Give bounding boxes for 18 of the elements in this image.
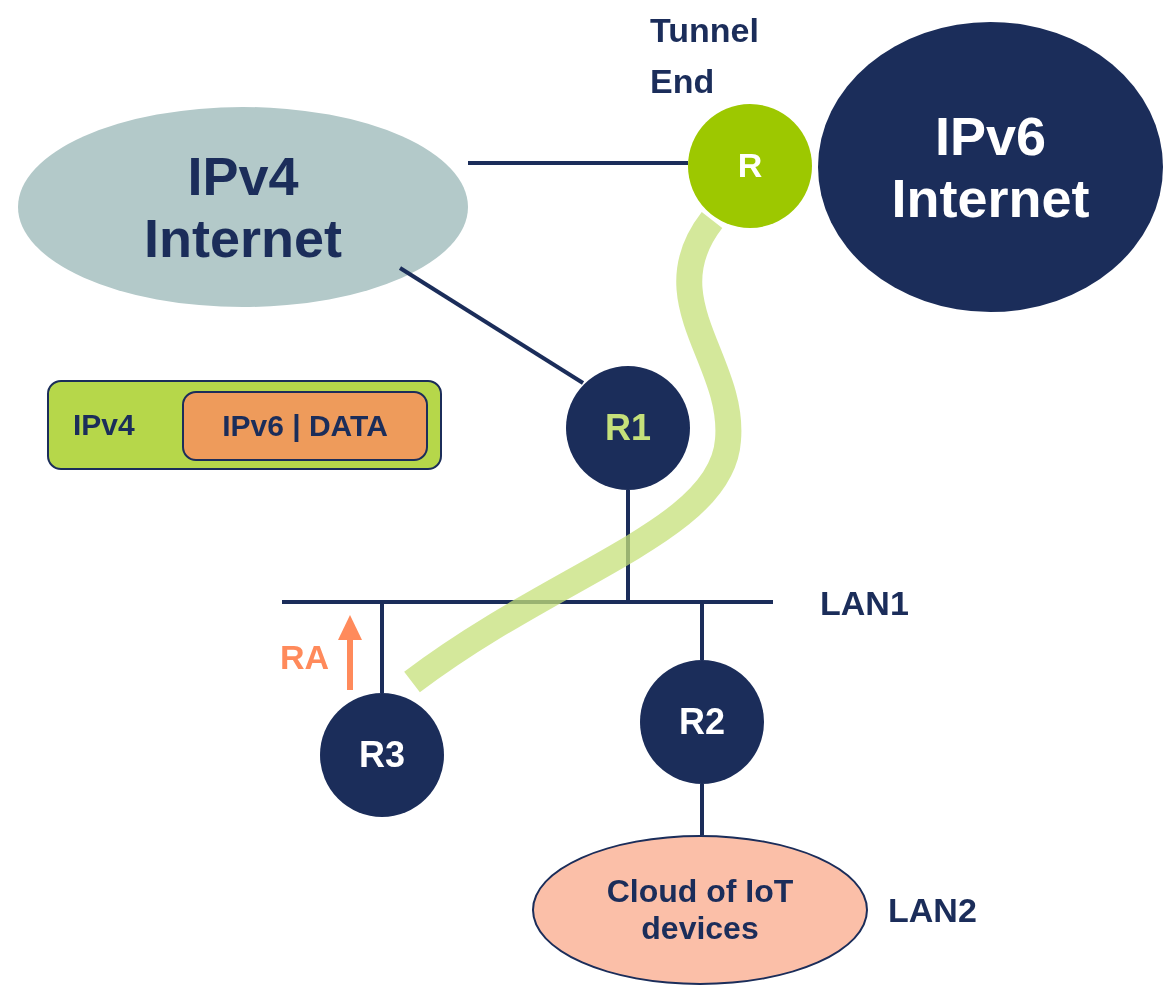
signal-label: RA	[280, 637, 330, 678]
link-line	[700, 784, 704, 835]
network-ellipse: IPv4 Internet	[18, 107, 468, 307]
node-caption: LAN2	[888, 890, 978, 931]
router-circle: R1	[566, 366, 690, 490]
network-ellipse: IPv6 Internet	[818, 22, 1163, 312]
node-caption: Tunnel End	[650, 10, 760, 102]
network-label: LAN1	[820, 584, 909, 623]
link-line	[380, 604, 384, 693]
packet-box: IPv4 IPv6 | DATA	[47, 380, 442, 470]
link-line	[398, 266, 585, 385]
link-line	[700, 604, 704, 660]
router-circle: R3	[320, 693, 444, 817]
router-circle: R	[688, 104, 812, 228]
cloud-ellipse: Cloud of IoT devices	[532, 835, 868, 985]
link-line	[468, 161, 688, 165]
router-circle: R2	[640, 660, 764, 784]
payload-box: IPv6 | DATA	[182, 391, 428, 461]
